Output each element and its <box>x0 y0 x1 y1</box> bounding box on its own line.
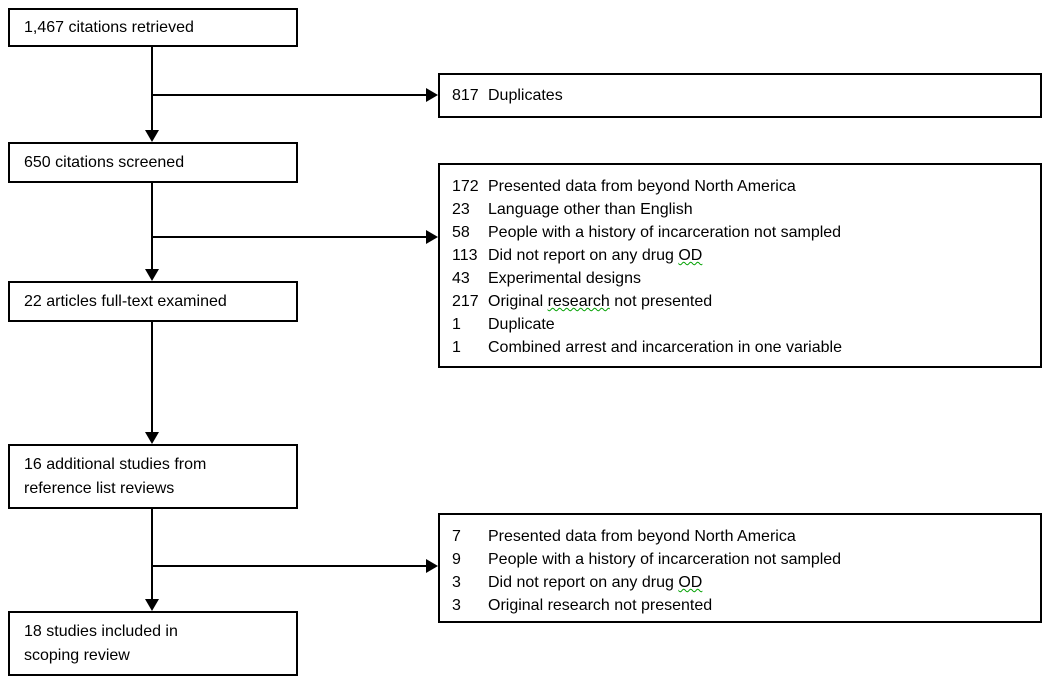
exclusion-item: 3 Original research not presented <box>452 594 1032 617</box>
flow-box-citations-screened: 650 citations screened <box>8 142 298 183</box>
arrow-right-icon <box>426 230 438 244</box>
exclusion-count: 58 <box>452 224 470 241</box>
exclusion-item: 1 Combined arrest and incarceration in on… <box>452 336 1032 359</box>
exclusion-reason: Combined arrest and incarceration in one… <box>488 339 842 356</box>
arrow-down-icon <box>145 130 159 142</box>
connector-line-additional-to-included <box>151 509 153 599</box>
exclusion-item: 9 People with a history of incarceration … <box>452 548 1032 571</box>
exclusion-box-fulltext: 7 Presented data from beyond North Americ… <box>438 513 1042 623</box>
exclusion-item: 3 Did not report on any drug OD <box>452 571 1032 594</box>
exclusion-reason: Did not report on any drug OD <box>488 574 703 591</box>
flow-box-text: 1,467 citations retrieved <box>24 18 194 36</box>
exclusion-reason: People with a history of incarceration n… <box>488 224 842 241</box>
exclusion-count: 7 <box>452 528 461 545</box>
exclusion-item: 23 Language other than English <box>452 198 1032 221</box>
exclusion-item: 113 Did not report on any drug OD <box>452 244 1032 267</box>
arrow-down-icon <box>145 432 159 444</box>
arrow-down-icon <box>145 269 159 281</box>
flow-box-citations-retrieved: 1,467 citations retrieved <box>8 8 298 47</box>
exclusion-reason: Duplicate <box>488 316 555 333</box>
connector-line-to-screening-exclusions <box>152 236 427 238</box>
flow-box-text: 18 studies included in <box>24 622 178 640</box>
exclusion-item: 217 Original research not presented <box>452 290 1032 313</box>
arrow-down-icon <box>145 599 159 611</box>
exclusion-reason: Original research not presented <box>488 597 713 614</box>
spellcheck-underlined-word: research <box>547 293 610 310</box>
exclusion-item: 7 Presented data from beyond North Americ… <box>452 525 1032 548</box>
exclusion-reason: Presented data from beyond North America <box>488 178 796 195</box>
exclusion-count: 1 <box>452 339 461 356</box>
exclusion-count: 113 <box>452 247 478 264</box>
connector-line-to-fulltext-exclusions <box>152 565 427 567</box>
flow-box-additional-studies: 16 additional studies from reference lis… <box>8 444 298 509</box>
arrow-right-icon <box>426 559 438 573</box>
connector-line-to-duplicates <box>152 94 427 96</box>
flow-box-text: 22 articles full-text examined <box>24 292 227 310</box>
exclusion-count: 23 <box>452 201 470 218</box>
exclusion-item: 817 Duplicates <box>452 84 1032 107</box>
exclusion-reason: Language other than English <box>488 201 693 218</box>
exclusion-reason: People with a history of incarceration n… <box>488 551 842 568</box>
flow-box-text: reference list reviews <box>24 479 175 497</box>
arrow-right-icon <box>426 88 438 102</box>
exclusion-reason: Experimental designs <box>488 270 641 287</box>
exclusion-count: 43 <box>452 270 470 287</box>
spellcheck-underlined-word: OD <box>678 247 703 264</box>
exclusion-item: 43 Experimental designs <box>452 267 1032 290</box>
connector-line-fulltext-to-additional <box>151 322 153 432</box>
flow-box-studies-included: 18 studies included in scoping review <box>8 611 298 676</box>
flow-box-text: 650 citations screened <box>24 153 185 171</box>
exclusion-reason: Did not report on any drug OD <box>488 247 703 264</box>
exclusion-item: 172 Presented data from beyond North Amer… <box>452 175 1032 198</box>
flow-box-fulltext-examined: 22 articles full-text examined <box>8 281 298 322</box>
flow-box-text: 16 additional studies from <box>24 455 207 473</box>
exclusion-count: 217 <box>452 293 479 310</box>
exclusion-reason: Duplicates <box>488 87 563 104</box>
flow-box-text: scoping review <box>24 646 130 664</box>
exclusion-count: 3 <box>452 597 461 614</box>
exclusion-box-duplicates: 817 Duplicates <box>438 73 1042 118</box>
exclusion-box-screening: 172 Presented data from beyond North Amer… <box>438 163 1042 368</box>
exclusion-reason: Presented data from beyond North America <box>488 528 796 545</box>
connector-line-retrieved-to-screened <box>151 46 153 131</box>
connector-line-screened-to-fulltext <box>151 183 153 269</box>
exclusion-count: 1 <box>452 316 461 333</box>
exclusion-count: 817 <box>452 87 479 104</box>
spellcheck-underlined-word: OD <box>678 574 703 591</box>
exclusion-item: 1 Duplicate <box>452 313 1032 336</box>
exclusion-count: 3 <box>452 574 461 591</box>
exclusion-reason: Original research not presented <box>488 293 713 310</box>
exclusion-item: 58 People with a history of incarceration… <box>452 221 1032 244</box>
exclusion-count: 172 <box>452 178 479 195</box>
exclusion-count: 9 <box>452 551 461 568</box>
